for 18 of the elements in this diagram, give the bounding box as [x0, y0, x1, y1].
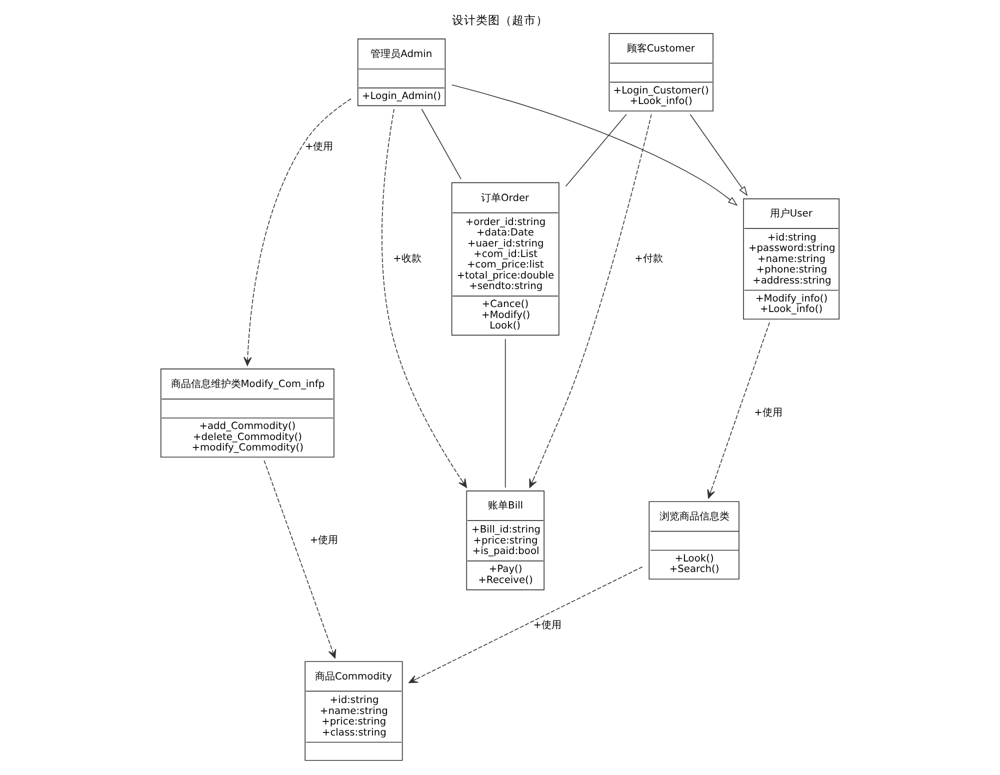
arrow [244, 98, 352, 366]
edge-label: +收款 [393, 253, 422, 264]
arrow [452, 84, 738, 206]
connector [504, 338, 506, 488]
arrow [707, 322, 770, 499]
edge-label: +使用 [533, 620, 562, 632]
connector [421, 108, 462, 180]
edge-label: +付款 [634, 253, 663, 264]
edge-label: +使用 [754, 408, 782, 419]
arrow [408, 566, 643, 684]
diagram-title: 设计类图（超市） [452, 12, 548, 27]
edge-label: +使用 [304, 141, 334, 152]
arrow [382, 108, 467, 488]
edge-label: +使用 [310, 534, 338, 546]
connector [565, 114, 627, 187]
arrow [529, 114, 652, 488]
arrow [264, 460, 336, 658]
arrow [690, 114, 748, 196]
